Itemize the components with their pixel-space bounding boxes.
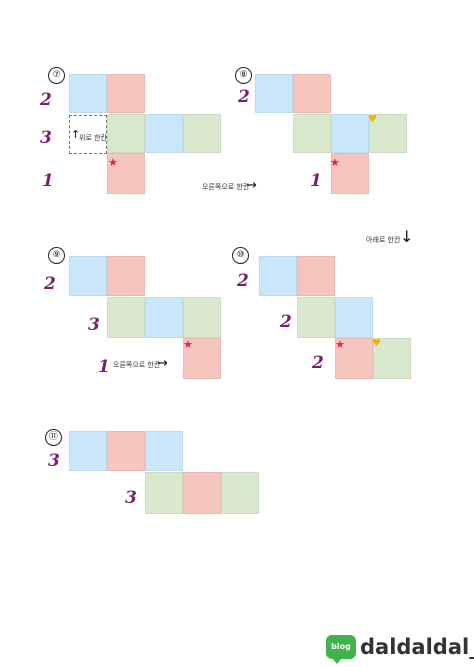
right-arrow: → [246, 178, 257, 193]
face-blue [69, 256, 107, 296]
face-blue [255, 74, 293, 113]
heart-marker: ♥ [372, 338, 381, 349]
face-number: 2 [238, 87, 250, 107]
face-green [107, 114, 145, 153]
face-pink [335, 338, 373, 379]
star-marker: ★ [330, 156, 340, 169]
face-pink [107, 74, 145, 113]
star-marker: ★ [335, 338, 345, 351]
face-blue [145, 114, 183, 153]
face-empty-dashed [69, 115, 107, 154]
star-marker: ★ [108, 156, 118, 169]
face-green [297, 297, 335, 338]
down-arrow: ↓ [400, 227, 414, 246]
face-number: 3 [88, 315, 100, 335]
face-green [369, 114, 407, 153]
face-blue [331, 114, 369, 153]
blog-logo: blog daldaldal_ [326, 632, 474, 664]
step-10-label: ⑩ [232, 247, 249, 264]
face-number: 2 [44, 274, 56, 294]
face-green [107, 297, 145, 338]
face-pink [183, 472, 221, 514]
face-number: 3 [125, 488, 137, 508]
face-number: 2 [40, 90, 52, 110]
face-blue [69, 74, 107, 113]
face-blue [145, 431, 183, 471]
right-arrow: → [157, 356, 168, 371]
star-marker: ★ [183, 338, 193, 351]
face-green [183, 114, 221, 153]
step-7-label: ⑦ [48, 67, 65, 84]
face-blue [335, 297, 373, 338]
face-pink [297, 256, 335, 296]
face-pink [107, 153, 145, 194]
move-note: 오른쪽으로 한칸 [202, 183, 250, 191]
face-pink [331, 153, 369, 194]
face-number: 2 [312, 353, 324, 373]
face-number: 3 [48, 451, 60, 471]
face-blue [145, 297, 183, 338]
face-number: 1 [98, 357, 110, 377]
face-pink [107, 431, 145, 471]
face-number: 3 [40, 128, 52, 148]
face-green [373, 338, 411, 379]
face-green [145, 472, 183, 514]
face-pink [293, 74, 331, 113]
step-8-label: ⑧ [235, 67, 252, 84]
blog-name: daldaldal_ [360, 635, 474, 659]
face-blue [259, 256, 297, 296]
face-number: 1 [310, 171, 322, 191]
face-number: 1 [42, 171, 54, 191]
face-pink [107, 256, 145, 296]
face-pink [183, 338, 221, 379]
up-arrow: ↑ [71, 128, 81, 141]
heart-marker: ♥ [368, 114, 377, 125]
face-green [221, 472, 259, 514]
face-green [183, 297, 221, 338]
blog-badge-icon: blog [326, 635, 356, 664]
move-note: 위로 한칸 [79, 134, 107, 142]
step-9-label: ⑨ [48, 247, 65, 264]
step-11-label: ⑪ [45, 429, 62, 446]
move-note: 오른쪽으로 한칸 [113, 361, 161, 369]
move-note: 아래로 한칸 [366, 236, 401, 244]
face-blue [69, 431, 107, 471]
face-number: 2 [237, 271, 249, 291]
face-number: 2 [280, 312, 292, 332]
face-green [293, 114, 331, 153]
